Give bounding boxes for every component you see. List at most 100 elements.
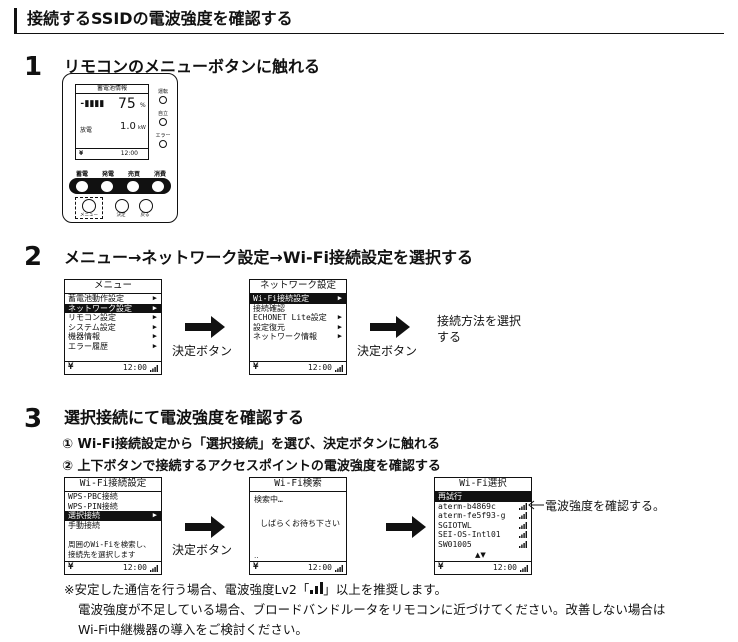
note-line-1: ※安定した通信を行う場合、電波強度Lv2「」以上を推奨します。 <box>64 580 724 600</box>
screen-time: 12:00 <box>122 363 147 372</box>
menu-screen: メニュー 蓄電池動作設定▶ネットワーク設定▶リモコン設定▶システム設定▶機器情報… <box>64 279 162 375</box>
menu-item[interactable]: 接続確認 <box>250 304 346 314</box>
submenu-arrow-icon: ▶ <box>337 332 342 340</box>
step3-sub2: ② 上下ボタンで接続するアクセスポイントの電波強度を確認する <box>62 459 441 474</box>
wifi-search-title: Wi-Fi検索 <box>250 478 346 492</box>
consumption-mode-button[interactable] <box>152 180 165 192</box>
screen-time: 12:00 <box>307 363 332 372</box>
mode-label-storage: 蓄電 <box>75 171 88 178</box>
yen-icon: ¥ <box>438 562 444 572</box>
menu-item[interactable]: リモコン設定▶ <box>65 313 161 323</box>
mode-button-strip <box>69 178 171 194</box>
mode-labels: 蓄電 発電 売買 消費 <box>69 169 173 178</box>
wifi-select-footer: ¥ 12:00 <box>435 561 531 574</box>
yen-icon: ¥ <box>253 562 259 572</box>
submenu-arrow-icon: ▶ <box>152 294 157 302</box>
up-down-arrows-icon: ▲▼ <box>475 551 486 559</box>
menu-item[interactable]: Wi-Fi接続設定 ▶ <box>250 294 346 304</box>
menu-item-label: Wi-Fi接続設定 <box>253 294 310 303</box>
enter-button[interactable] <box>115 199 129 213</box>
menu-item-label: 選択接続 <box>68 511 100 520</box>
led-panel: 運転 自立 エラー <box>155 88 171 149</box>
menu-item-label: ECHONET Lite設定 <box>253 313 327 322</box>
menu-item-label: 手動接続 <box>68 520 100 530</box>
submenu-arrow-icon: ▶ <box>152 511 157 519</box>
led-error-icon <box>159 140 167 148</box>
submenu-arrow-icon: ▶ <box>152 303 157 312</box>
menu-button[interactable] <box>82 199 96 213</box>
signal-strength-icon <box>335 565 343 572</box>
signal-check-callout: 電波強度を確認する。 <box>545 499 666 513</box>
menu-screen-footer: ¥ 12:00 <box>65 361 161 374</box>
menu-item[interactable]: aterm-fe5f93-g <box>435 511 531 521</box>
menu-item[interactable]: 手動接続 <box>65 521 161 531</box>
led-label-error: エラー <box>155 133 171 139</box>
menu-item[interactable]: WPS-PBC接続 <box>65 492 161 502</box>
submenu-arrow-icon: ▶ <box>337 313 342 321</box>
menu-item[interactable]: 設定復元▶ <box>250 323 346 333</box>
menu-item-label: リモコン設定 <box>68 313 116 322</box>
mode-label-generation: 発電 <box>101 171 114 178</box>
generation-mode-button[interactable] <box>101 180 114 192</box>
menu-item[interactable]: システム設定 ▶ <box>65 323 161 333</box>
menu-item[interactable]: SW01005 <box>435 540 531 550</box>
menu-item-label: 接続確認 <box>253 303 285 313</box>
yen-icon: ¥ <box>68 562 74 572</box>
submenu-arrow-icon: ▶ <box>152 322 157 331</box>
menu-item[interactable]: aterm-b4869c <box>435 502 531 512</box>
step3-sub1: ① Wi-Fi接続設定から「選択接続」を選び、決定ボタンに触れる <box>62 437 441 452</box>
back-button-label: 戻る <box>140 213 150 218</box>
menu-item[interactable]: 再試行 <box>435 492 531 502</box>
signal-strength-icon <box>519 502 527 510</box>
wifi-search-footer: ¥ 12:00 <box>250 561 346 574</box>
back-button[interactable] <box>139 199 153 213</box>
note-line1-after: 」以上を推奨します。 <box>323 582 448 597</box>
yen-icon: ¥ <box>79 150 84 157</box>
right-arrow-icon <box>185 516 225 538</box>
step-number-3: 3 <box>24 404 43 434</box>
storage-mode-button[interactable] <box>75 180 88 192</box>
signal-strength-icon <box>150 565 158 572</box>
device-screen: 蓄電池情報 ⁃▮▮▮▮ 75 % 放電 1.0 kW ¥ 12:00 <box>75 84 149 160</box>
power-value: 1.0 <box>120 121 136 132</box>
submenu-arrow-icon: ▶ <box>337 294 342 302</box>
screen-time: 12:00 <box>492 563 517 572</box>
right-arrow-icon <box>386 516 426 538</box>
wifi-settings-note: 周囲のWi-Fiを検索し、接続先を選択します <box>68 540 151 559</box>
menu-item[interactable]: エラー履歴▶ <box>65 342 161 352</box>
battery-icon: ⁃▮▮▮▮ <box>80 99 105 109</box>
menu-item[interactable]: 機器情報 ▶ <box>65 332 161 342</box>
menu-item[interactable]: SEI-OS-Intl01 <box>435 530 531 540</box>
select-connection-method-text: 接続方法を選択する <box>437 314 522 344</box>
note-line1-before: ※安定した通信を行う場合、電波強度Lv2「 <box>64 582 310 597</box>
screen-time: 12:00 <box>122 563 147 572</box>
power-label: 放電 <box>80 127 93 134</box>
mode-label-trade: 売買 <box>127 171 140 178</box>
menu-item[interactable]: 選択接続 ▶ <box>65 511 161 521</box>
menu-item-label: 機器情報 <box>68 332 100 341</box>
menu-item-label: SGIOTWL <box>438 520 472 530</box>
network-settings-footer: ¥ 12:00 <box>250 361 346 374</box>
led-label-standalone: 自立 <box>157 111 168 117</box>
yen-icon: ¥ <box>253 362 259 372</box>
submenu-arrow-icon: ▶ <box>152 332 157 340</box>
menu-item[interactable]: 蓄電池動作設定▶ <box>65 294 161 304</box>
menu-item[interactable]: ネットワーク情報▶ <box>250 332 346 342</box>
step-number-1: 1 <box>24 52 43 82</box>
right-arrow-icon <box>185 316 225 338</box>
menu-item[interactable]: ネットワーク設定▶ <box>65 303 161 313</box>
callout-arrow-icon <box>528 500 544 510</box>
mode-label-consumption: 消費 <box>153 171 166 178</box>
menu-item[interactable]: SGIOTWL <box>435 521 531 531</box>
menu-item-label: システム設定 <box>68 322 116 332</box>
menu-item[interactable]: WPS-PIN接続 <box>65 502 161 512</box>
enter-button-label-3: 決定ボタン <box>172 543 233 557</box>
wifi-connection-settings-title: Wi-Fi接続設定 <box>65 478 161 492</box>
device-time: 12:00 <box>120 150 138 157</box>
menu-item-label: aterm-fe5f93-g <box>438 511 506 520</box>
led-run-icon <box>159 96 167 104</box>
menu-item[interactable]: ECHONET Lite設定 ▶ <box>250 313 346 323</box>
trade-mode-button[interactable] <box>126 180 139 192</box>
signal-strength-icon <box>519 512 527 519</box>
